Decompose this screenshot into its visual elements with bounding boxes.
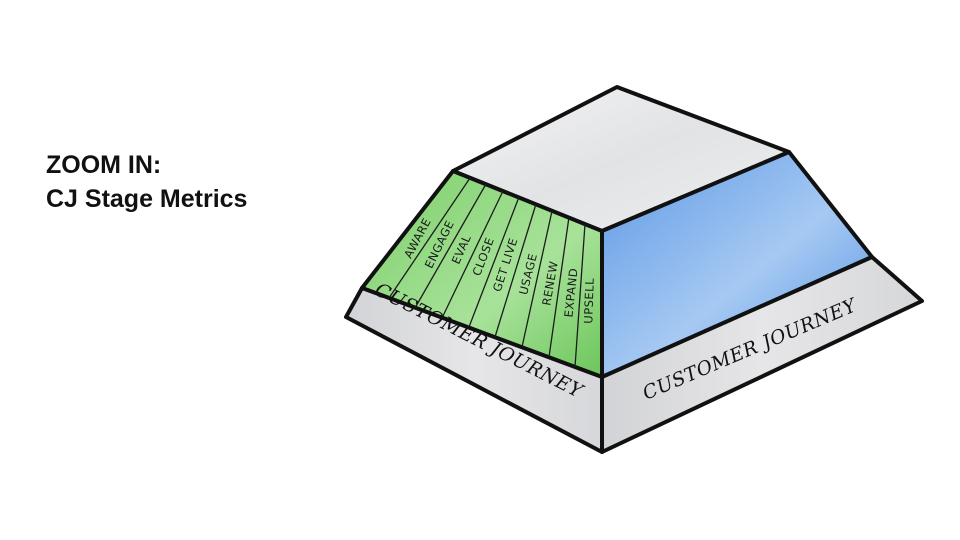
right-band (600, 255, 924, 454)
heading-line-2: CJ Stage Metrics (46, 185, 248, 213)
heading-line-1: ZOOM IN: (46, 151, 162, 179)
stage-label-expand: EXPAND (561, 267, 580, 318)
stage-dividers (388, 177, 586, 368)
stage-label-upsell: UPSELL (581, 278, 597, 324)
title-block: ZOOM IN: CJ Stage Metrics (46, 148, 247, 216)
